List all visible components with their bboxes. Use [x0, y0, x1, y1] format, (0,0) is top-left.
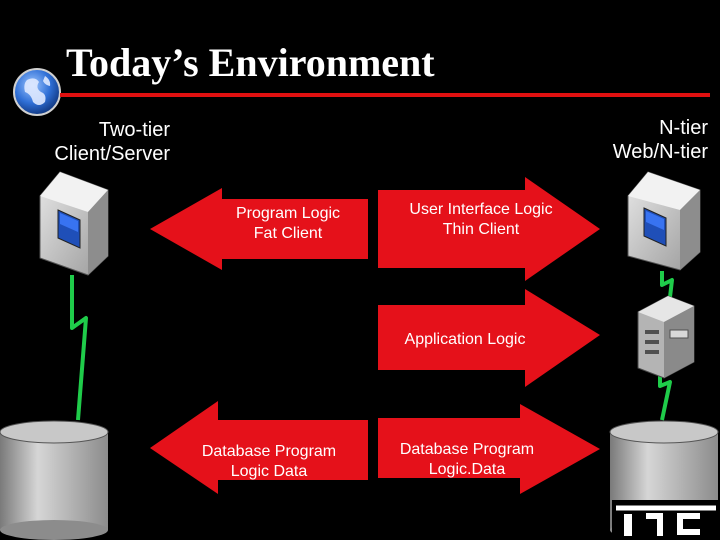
- arrow-db-right: [378, 404, 600, 494]
- db-right-text: Database Program Logic.Data: [382, 440, 552, 480]
- two-tier-label-line2: Client/Server: [54, 143, 170, 165]
- thin-client-line1: User Interface Logic: [409, 201, 553, 218]
- globe-icon: [13, 68, 61, 116]
- db-left-line2: Logic Data: [230, 463, 308, 480]
- arrow-application-logic: [378, 289, 600, 387]
- arrow-db-left: [150, 401, 368, 494]
- logo-icon: [612, 500, 720, 540]
- link-right-server-db: [658, 375, 672, 421]
- application-logic-line1: Application Logic: [404, 331, 526, 348]
- server-icon: [637, 295, 695, 379]
- thin-client-text: User Interface Logic Thin Client: [386, 200, 576, 240]
- n-tier-label-line2: Web/N-tier: [612, 141, 708, 163]
- thin-client-line2: Thin Client: [442, 221, 520, 238]
- db-left-text: Database Program Logic Data: [184, 442, 354, 482]
- link-right-computer-server: [660, 271, 674, 298]
- db-right-line1: Database Program: [399, 441, 535, 458]
- database-icon: [0, 420, 109, 540]
- computer-icon: [627, 171, 701, 271]
- application-logic-text: Application Logic: [380, 330, 550, 350]
- db-right-line2: Logic.Data: [428, 461, 506, 478]
- computer-icon: [39, 171, 109, 276]
- two-tier-label-line1: Two-tier: [98, 119, 170, 141]
- link-left-computer-db: [70, 275, 88, 421]
- page-title: Today’s Environment: [66, 40, 435, 85]
- n-tier-label: N-tier Web/N-tier: [560, 116, 708, 164]
- arrow-fat-client: [150, 188, 368, 270]
- fat-client-line1: Program Logic: [235, 205, 341, 222]
- db-left-line1: Database Program: [201, 443, 337, 460]
- fat-client-text: Program Logic Fat Client: [218, 204, 358, 244]
- arrow-thin-client: [378, 177, 600, 281]
- two-tier-label: Two-tier Client/Server: [10, 118, 170, 166]
- title-underline: [60, 93, 710, 97]
- n-tier-label-line1: N-tier: [659, 117, 708, 139]
- fat-client-line2: Fat Client: [253, 225, 323, 242]
